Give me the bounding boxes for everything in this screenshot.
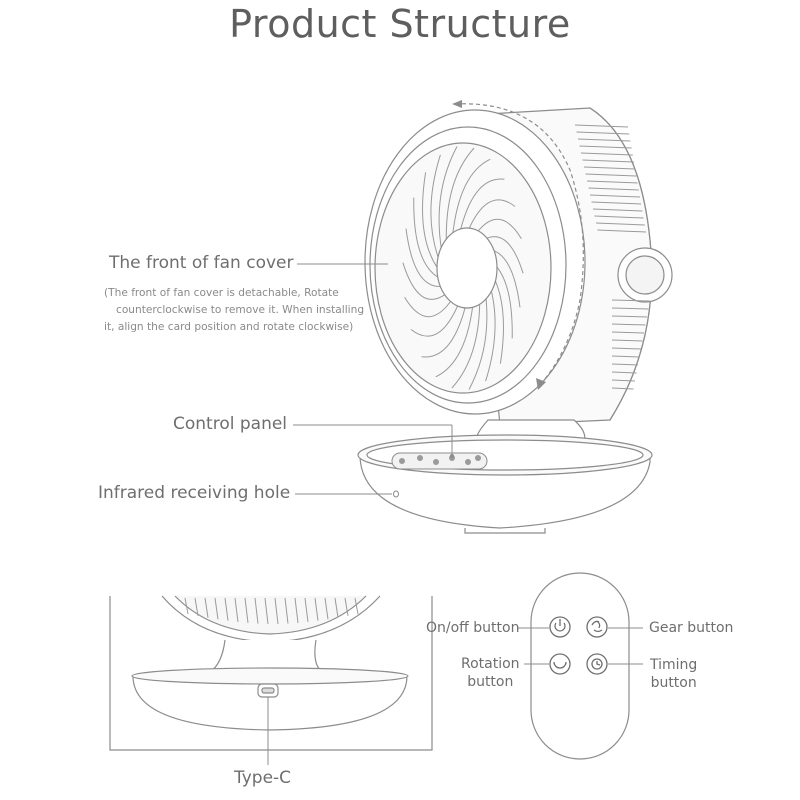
label-onoff: On/off button — [426, 620, 520, 636]
inset-grille-bar — [244, 597, 249, 624]
fan-blade — [466, 199, 516, 235]
rear-fin — [611, 307, 649, 310]
inset-grille-bar — [294, 597, 299, 624]
inset-grille-bar — [354, 597, 359, 615]
note-line-3: it, align the card position and rotate c… — [104, 321, 354, 333]
inset-grille-bar — [264, 597, 269, 625]
rear-fin — [583, 166, 636, 170]
rear-fin — [611, 299, 651, 302]
rotate-arrow-icon — [454, 103, 584, 386]
fan-blade — [421, 301, 468, 358]
fan-blade — [404, 297, 453, 318]
fan-blade — [405, 228, 442, 287]
rear-fin — [592, 208, 643, 212]
fan-base — [357, 434, 653, 534]
rear-fin — [582, 159, 635, 163]
label-front-cover: The front of fan cover — [109, 253, 294, 273]
remote-control — [530, 572, 630, 760]
rear-fin — [586, 180, 638, 184]
infrared-hole — [393, 490, 399, 498]
remote-gear-icon — [586, 616, 608, 638]
remote-onoff-icon — [549, 616, 571, 638]
rear-fin — [589, 194, 641, 198]
remote-timing-icon — [586, 653, 608, 675]
rear-fin — [611, 363, 639, 366]
fan-blade — [458, 178, 505, 235]
rear-fin — [611, 315, 648, 318]
label-rotation: Rotation button — [461, 656, 520, 690]
rear-fin — [574, 124, 629, 128]
fan-blade — [451, 158, 491, 238]
rear-fin — [611, 355, 640, 358]
inset-grille-bar — [314, 597, 319, 621]
inset-grille-bar — [284, 597, 289, 624]
rear-fin — [611, 379, 636, 382]
rear-fin — [611, 387, 634, 390]
page-title: Product Structure — [229, 2, 571, 46]
remote-rotation-icon — [549, 653, 571, 675]
rear-fin — [588, 187, 639, 191]
inset-grille-bar — [334, 597, 339, 618]
rear-fin — [579, 145, 632, 149]
rear-fin — [611, 339, 643, 342]
rear-fin — [611, 347, 642, 350]
inset-grille-bar — [274, 597, 279, 625]
fan-blade — [410, 301, 460, 337]
inset-grille-bar — [344, 597, 349, 616]
inset-grille-bar — [184, 597, 189, 615]
rear-fin — [591, 201, 642, 205]
rear-fin — [576, 131, 630, 135]
note-line-2: counterclockwise to remove it. When inst… — [116, 304, 365, 316]
rear-fin — [611, 331, 645, 334]
inset-grille-bar — [204, 597, 209, 618]
inset-grille-bar — [224, 597, 229, 621]
label-timing: Timing button — [650, 657, 698, 691]
fan-blade — [430, 154, 441, 259]
label-gear: Gear button — [649, 620, 734, 636]
fan-hub — [436, 227, 498, 309]
fan-blade — [438, 146, 458, 250]
fan-blade — [451, 293, 481, 389]
rear-fin — [594, 215, 644, 219]
label-infrared: Infrared receiving hole — [98, 483, 291, 503]
inset-grille-bar — [234, 597, 239, 623]
fan-blade — [445, 147, 475, 243]
rear-fin — [595, 222, 645, 226]
fan-blade — [435, 298, 475, 378]
note-line-1: (The front of fan cover is detachable, R… — [104, 287, 339, 299]
fan-blade — [402, 262, 447, 300]
rear-fins — [574, 124, 651, 390]
type-c-inset — [109, 595, 433, 751]
fan-blade — [422, 172, 438, 269]
control-panel-buttons — [391, 452, 488, 470]
rear-fin — [580, 152, 633, 156]
label-type-c: Type-C — [234, 768, 292, 788]
inset-grille — [184, 597, 359, 625]
inset-grille-bar — [324, 597, 329, 620]
rear-fin — [611, 323, 646, 326]
inset-grille-bar — [304, 597, 309, 623]
rear-fin — [577, 138, 631, 142]
rear-fin — [611, 371, 637, 374]
rear-fin — [597, 229, 647, 233]
fan-blade — [413, 197, 439, 279]
inset-grille-bar — [214, 597, 219, 620]
inset-grille-bar — [254, 597, 259, 624]
inset-grille-bar — [194, 597, 199, 616]
fan-body — [364, 107, 673, 449]
rear-fin — [585, 173, 637, 177]
label-control-panel: Control panel — [173, 414, 288, 434]
